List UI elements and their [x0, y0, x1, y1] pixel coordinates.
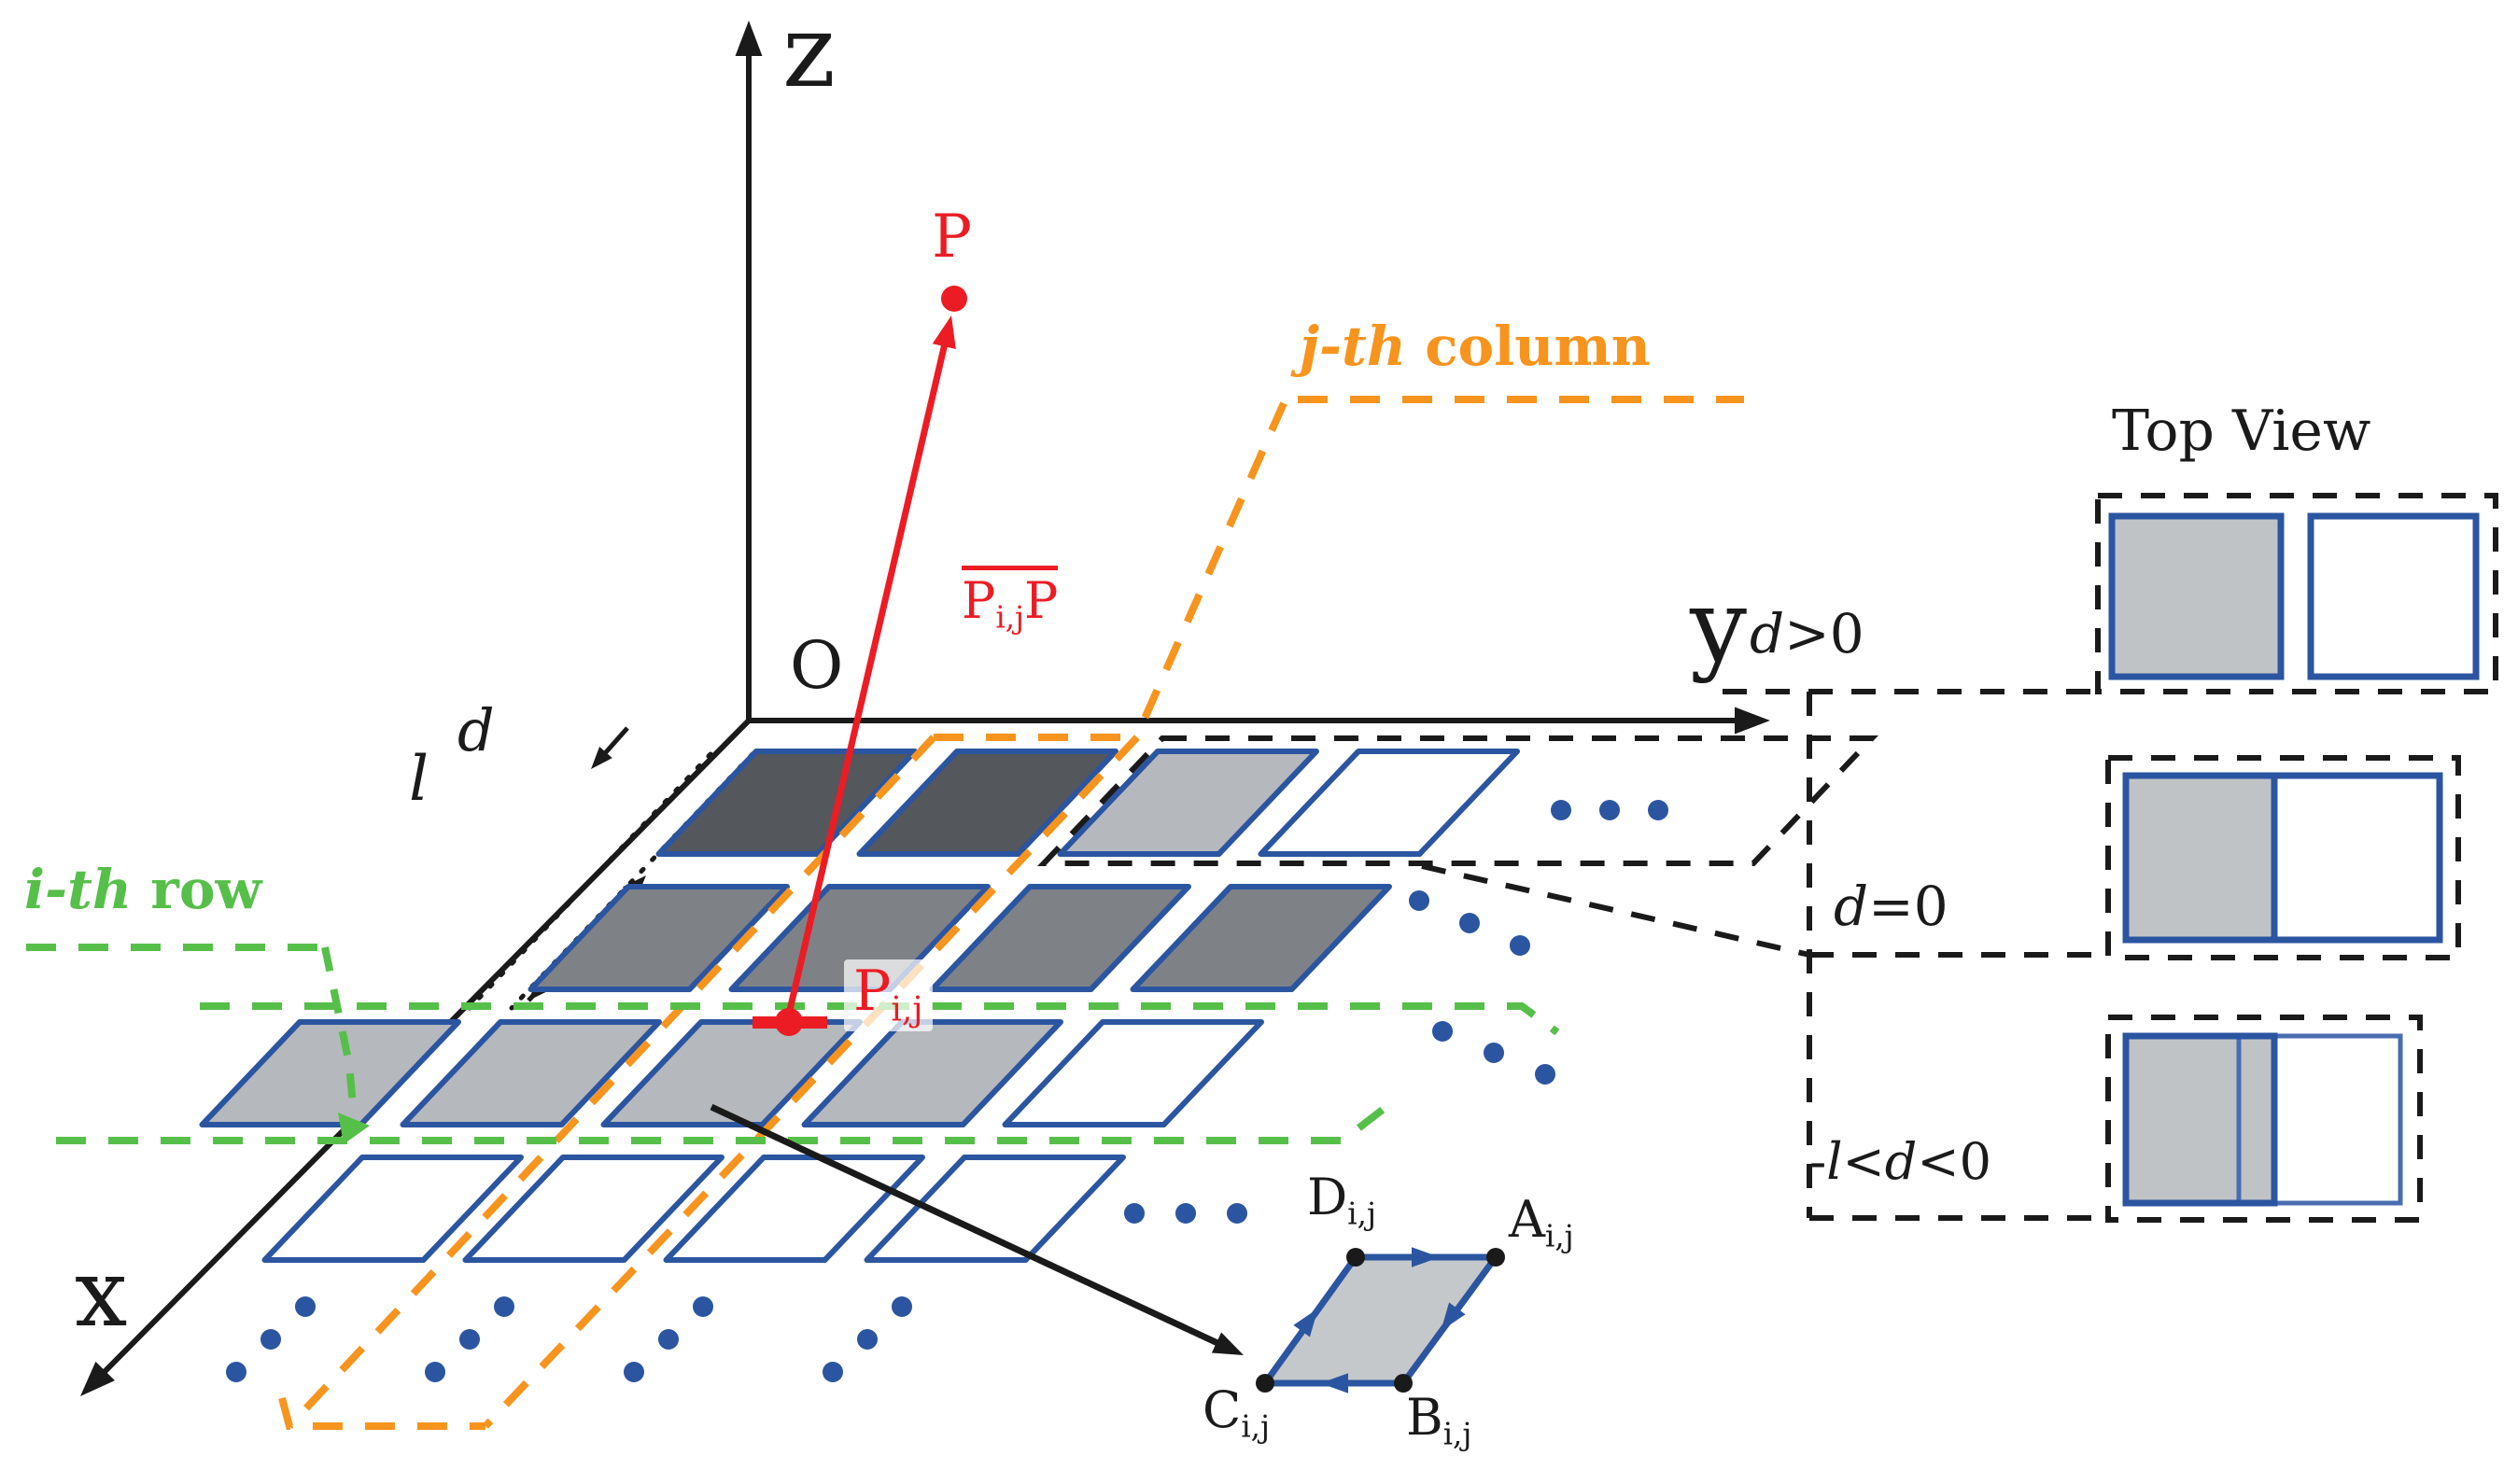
jth-column-right-line	[483, 735, 1140, 1429]
detail-arrow-d-to-a	[1412, 1247, 1440, 1267]
topview-d-negative-gray	[2126, 1036, 2274, 1203]
dim-guide-2	[467, 751, 713, 1011]
row-3-ith-tile	[801, 1019, 1063, 1127]
ith-row-top-line	[200, 1002, 1560, 1036]
ellipsis-row2	[1409, 890, 1530, 956]
detail-arrow-a-to-b	[1441, 1302, 1466, 1332]
ith-row-leader-arrowhead	[338, 1113, 370, 1144]
vertex-a-dot	[1486, 1248, 1505, 1267]
row-1-tile	[655, 749, 918, 857]
ellipsis-row1	[1551, 800, 1668, 820]
row1-dashed-box	[1037, 735, 1878, 866]
ellipsis-bottom-4	[823, 1296, 912, 1382]
vertex-c-dot	[1256, 1374, 1274, 1393]
vertex-d-dot	[1346, 1248, 1365, 1267]
jth-column-leader	[1133, 401, 1287, 737]
row-4-tile	[261, 1155, 524, 1263]
row-3-ith-tile	[1002, 1019, 1264, 1127]
bracket-leader-from-grid	[1421, 863, 1810, 958]
point-pij-dot	[775, 1008, 803, 1036]
tile-detail-leader	[710, 1103, 1244, 1355]
topview-d-negative-white-fill	[2274, 1036, 2400, 1203]
ellipsis-bottom-1	[226, 1296, 316, 1382]
row-2-tile	[1130, 884, 1392, 992]
topview-d-zero-white	[2271, 772, 2443, 944]
topview-d-positive-white	[2307, 512, 2480, 680]
row-4-tile	[462, 1155, 724, 1263]
vertex-b-dot	[1394, 1374, 1413, 1393]
row-1-tile	[1057, 749, 1319, 857]
row-2-tile	[528, 884, 790, 992]
y-axis	[749, 707, 1770, 735]
row-3-ith-tile	[400, 1019, 662, 1127]
detail-parallelogram	[1259, 1253, 1502, 1387]
point-p-dot	[941, 286, 967, 312]
topview-box-d-positive	[2095, 493, 2498, 694]
jth-column-bottom-cap	[278, 1396, 485, 1430]
topview-d-negative-gray-border	[2122, 1032, 2278, 1207]
ellipsis-row4	[1124, 1203, 1247, 1224]
detail-arrow-b-to-c	[1320, 1373, 1348, 1393]
row-4-tile	[663, 1155, 925, 1263]
topview-d-negative-white-border	[2236, 1033, 2403, 1206]
ith-row-bottom-line	[56, 1105, 1386, 1144]
z-axis	[735, 21, 763, 721]
topview-box-d-zero	[2105, 755, 2461, 960]
row-4-tile	[864, 1155, 1126, 1263]
row-1-tile	[1258, 749, 1520, 857]
dim-guide-1	[509, 751, 755, 1011]
vector-pij-to-p	[783, 315, 956, 1023]
topview-d-zero-gray	[2122, 772, 2278, 944]
ellipsis-bottom-3	[624, 1296, 713, 1382]
row-2-tile	[929, 884, 1191, 992]
ellipsis-bottom-2	[425, 1296, 514, 1382]
ellipsis-row3	[1432, 1021, 1555, 1085]
dim-d-arrow	[591, 726, 629, 769]
detail-arrow-c-to-d	[1293, 1308, 1318, 1337]
topview-d-positive-gray	[2108, 512, 2285, 680]
row-1-tile	[856, 749, 1118, 857]
